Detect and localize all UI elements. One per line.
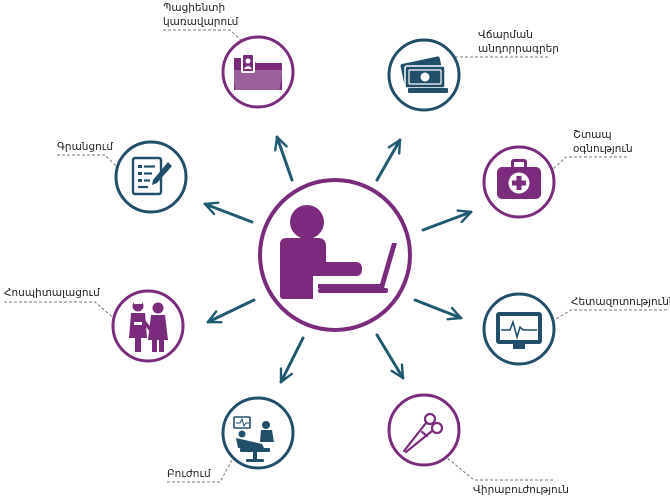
arrow-to-payments bbox=[375, 138, 402, 182]
first-aid-kit-icon bbox=[497, 159, 541, 199]
person-at-laptop-icon bbox=[280, 205, 397, 299]
label-registration: Գրանցում bbox=[57, 141, 113, 153]
node-hospitalization bbox=[111, 289, 185, 363]
money-banknotes-icon bbox=[400, 56, 448, 93]
node-patient-management bbox=[221, 35, 295, 109]
node-treatment bbox=[221, 396, 295, 470]
injured-patients-icon bbox=[129, 300, 168, 352]
patient-file-folder-icon bbox=[232, 53, 283, 92]
leader-surgery bbox=[445, 456, 553, 481]
label-patient-management: Պացիենտի կառավարում bbox=[163, 2, 239, 28]
surgical-scissors-icon bbox=[402, 412, 444, 454]
arrows-layer bbox=[203, 135, 473, 384]
arrow-to-treatment bbox=[279, 336, 305, 384]
leader-emergency bbox=[551, 156, 627, 171]
center-node bbox=[258, 178, 412, 332]
leader-lines-layer bbox=[4, 29, 667, 483]
label-emergency: Շտապ օգնություն bbox=[573, 129, 633, 155]
leader-research bbox=[550, 309, 667, 323]
label-treatment: Բուժում bbox=[167, 468, 211, 480]
node-payments bbox=[387, 38, 461, 112]
arrow-to-patient-management bbox=[274, 135, 294, 182]
node-emergency bbox=[482, 145, 556, 219]
arrow-to-surgery bbox=[375, 333, 405, 380]
patient-in-treatment-chair-icon bbox=[233, 416, 274, 462]
leader-registration bbox=[57, 154, 119, 169]
arrow-to-registration bbox=[203, 201, 254, 224]
registration-form-icon bbox=[131, 156, 172, 196]
arrow-to-emergency bbox=[421, 209, 473, 232]
arrow-to-research bbox=[413, 298, 463, 321]
node-surgery bbox=[387, 393, 461, 467]
label-hospitalization: Հոսպիտալացում bbox=[4, 287, 100, 299]
leader-hospitalization bbox=[4, 301, 117, 321]
node-research bbox=[482, 292, 556, 366]
leader-treatment bbox=[167, 459, 233, 483]
arrow-to-hospitalization bbox=[206, 298, 256, 324]
node-registration bbox=[114, 140, 188, 214]
heart-monitor-icon bbox=[496, 312, 542, 349]
leader-patient-management bbox=[163, 29, 244, 43]
label-payments: Վճարման անդորրագրեր bbox=[478, 29, 559, 55]
label-research: Հետազոտություններ bbox=[571, 296, 670, 308]
label-surgery: Վիրաբուժություն bbox=[473, 484, 569, 496]
